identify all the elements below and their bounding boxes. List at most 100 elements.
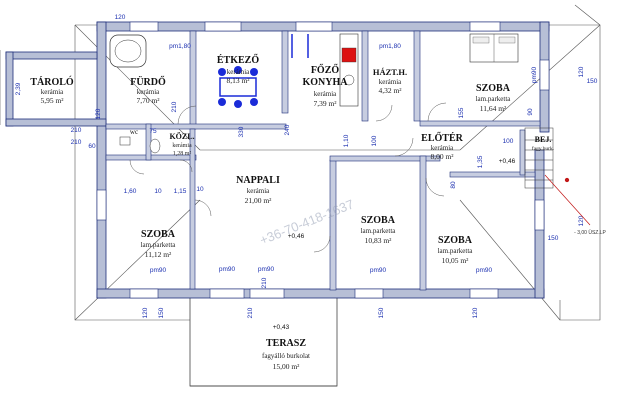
svg-text:8,00 m²: 8,00 m² — [430, 152, 454, 161]
svg-text:120: 120 — [142, 307, 149, 318]
svg-text:FÜRDŐ: FÜRDŐ — [130, 75, 166, 88]
interior-walls — [105, 30, 541, 291]
svg-text:150: 150 — [587, 78, 598, 85]
svg-text:1,28 m²: 1,28 m² — [173, 151, 192, 157]
room-area: 5,95 m² — [40, 96, 64, 105]
room-etkezo: ÉTKEZŐ kerámia 8,13 m² — [217, 54, 259, 85]
svg-text:pm90: pm90 — [150, 267, 167, 274]
svg-text:8,13 m²: 8,13 m² — [226, 76, 250, 85]
svg-text:120: 120 — [578, 66, 585, 77]
svg-text:120: 120 — [472, 307, 479, 318]
svg-text:KÖZL.: KÖZL. — [169, 132, 194, 141]
svg-text:1,35: 1,35 — [477, 155, 484, 168]
svg-text:kerámia: kerámia — [247, 187, 270, 195]
svg-text:fagy.burk.: fagy.burk. — [532, 145, 555, 152]
svg-text:11,64 m²: 11,64 m² — [480, 104, 507, 113]
svg-text:- 3,00 ÜSZ.LP: - 3,00 ÜSZ.LP — [574, 229, 606, 236]
svg-text:4,32 m²: 4,32 m² — [378, 86, 402, 95]
room-szoba-se: SZOBA lam.parketta 10,05 m² — [438, 235, 474, 265]
svg-text:lam.parketta: lam.parketta — [476, 95, 512, 103]
svg-text:lam.parketta: lam.parketta — [361, 227, 397, 235]
svg-text:SZOBA: SZOBA — [438, 235, 473, 246]
room-haztb: HÁZT.H. kerámia 4,32 m² — [373, 67, 407, 95]
svg-text:kerámia: kerámia — [227, 68, 250, 76]
svg-text:10,83 m²: 10,83 m² — [365, 236, 393, 245]
svg-text:150: 150 — [548, 235, 559, 242]
door-swings — [129, 102, 447, 253]
svg-text:pm90: pm90 — [531, 66, 538, 83]
svg-text:TERASZ: TERASZ — [266, 338, 306, 349]
svg-text:1,60: 1,60 — [124, 188, 137, 195]
bed — [469, 33, 519, 63]
terrace — [189, 295, 338, 387]
svg-text:240: 240 — [284, 124, 291, 135]
svg-text:10: 10 — [196, 186, 204, 193]
svg-text:SZOBA: SZOBA — [141, 229, 176, 240]
room-bej: BEJ. fagy.burk. — [532, 135, 555, 152]
bathtub — [109, 34, 147, 68]
svg-text:10,05 m²: 10,05 m² — [442, 256, 470, 265]
room-taroló: TÁROLÓ kerámia 5,95 m² — [30, 76, 74, 105]
svg-text:pm1,80: pm1,80 — [169, 43, 191, 50]
room-eloter: ELŐTÉR kerámia 8,00 m² — [421, 132, 463, 161]
svg-text:pm90: pm90 — [219, 266, 236, 273]
svg-text:150: 150 — [158, 307, 165, 318]
svg-text:kerámia: kerámia — [431, 144, 454, 152]
svg-text:330: 330 — [238, 126, 245, 137]
svg-text:60: 60 — [88, 143, 96, 150]
svg-text:SZOBA: SZOBA — [361, 215, 396, 226]
svg-text:210: 210 — [261, 277, 268, 288]
svg-text:pm1,80: pm1,80 — [379, 43, 401, 50]
kitchen-counter — [291, 33, 359, 107]
svg-text:75: 75 — [149, 128, 157, 135]
svg-text:120: 120 — [578, 215, 585, 226]
svg-text:BEJ.: BEJ. — [535, 135, 552, 144]
room-furdo: FÜRDŐ kerámia 7,70 m² — [130, 75, 166, 105]
svg-text:wc: wc — [130, 128, 138, 136]
section-marker — [544, 174, 591, 226]
svg-text:100: 100 — [371, 135, 378, 146]
svg-text:7,39 m²: 7,39 m² — [313, 99, 337, 108]
svg-text:+0,46: +0,46 — [499, 158, 516, 165]
svg-text:ÉTKEZŐ: ÉTKEZŐ — [217, 54, 259, 66]
svg-text:120: 120 — [95, 108, 102, 119]
svg-text:KONYHA: KONYHA — [303, 77, 349, 88]
svg-text:pm90: pm90 — [476, 267, 493, 274]
svg-text:210: 210 — [71, 127, 82, 134]
wc-fixture — [119, 136, 161, 154]
svg-text:80: 80 — [450, 181, 457, 189]
svg-text:NAPPALI: NAPPALI — [236, 175, 280, 186]
svg-text:210: 210 — [247, 307, 254, 318]
svg-text:120: 120 — [115, 14, 126, 21]
room-szoba-mid: SZOBA lam.parketta 10,83 m² — [361, 215, 397, 245]
svg-text:2,39: 2,39 — [15, 82, 22, 95]
svg-text:kerámia: kerámia — [314, 90, 337, 98]
svg-text:210: 210 — [171, 101, 178, 112]
svg-text:+0,46: +0,46 — [288, 233, 305, 240]
room-material: kerámia — [41, 88, 64, 96]
room-szoba-ne: SZOBA lam.parketta 11,64 m² — [476, 83, 512, 113]
svg-text:10: 10 — [154, 188, 162, 195]
room-nappali: NAPPALI kerámia 21,00 m² — [236, 175, 280, 205]
svg-text:kerámia: kerámia — [379, 78, 402, 86]
svg-text:fagyálló burkolat: fagyálló burkolat — [262, 352, 310, 360]
svg-text:pm90: pm90 — [370, 267, 387, 274]
opening-labels: pm1,80 pm1,80 pm90 pm90 pm90 pm90 pm90 p… — [150, 43, 607, 331]
windows — [96, 21, 550, 299]
svg-text:100: 100 — [503, 138, 514, 145]
svg-text:FŐZŐ: FŐZŐ — [311, 64, 340, 76]
svg-text:210: 210 — [71, 139, 82, 146]
room-name: TÁROLÓ — [30, 76, 74, 88]
svg-text:11,12 m²: 11,12 m² — [145, 250, 172, 259]
watermark-text: +36-70-418-1637 — [258, 196, 356, 247]
svg-text:15,00 m²: 15,00 m² — [273, 362, 301, 371]
svg-text:ELŐTÉR: ELŐTÉR — [421, 132, 463, 144]
svg-text:SZOBA: SZOBA — [476, 83, 511, 94]
svg-text:1,10: 1,10 — [343, 134, 350, 147]
svg-text:+0,43: +0,43 — [273, 324, 290, 331]
svg-text:pm90: pm90 — [258, 266, 275, 273]
room-terasz: TERASZ fagyálló burkolat 15,00 m² — [262, 338, 310, 371]
room-fozo: FŐZŐ KONYHA kerámia 7,39 m² — [303, 64, 349, 108]
svg-text:21,00 m²: 21,00 m² — [245, 196, 273, 205]
